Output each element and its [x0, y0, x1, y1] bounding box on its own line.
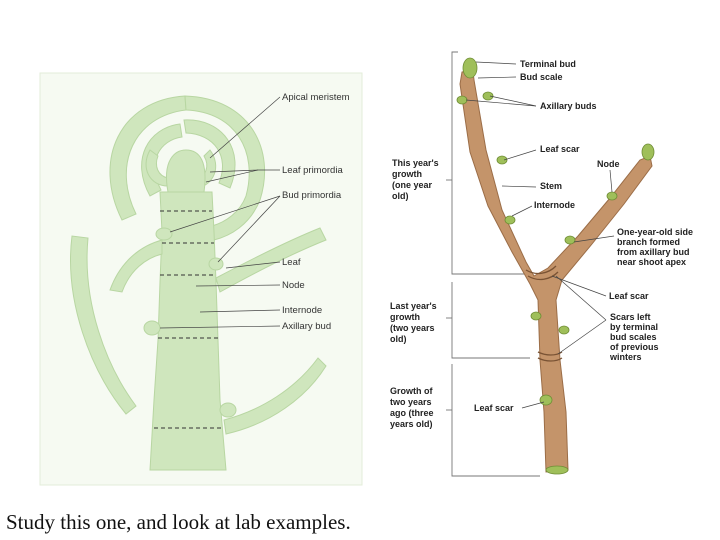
bud-primordium	[155, 227, 173, 241]
label-side-branch-2: branch formed	[617, 237, 680, 247]
axillary-bud	[504, 215, 516, 225]
label-scars-2: by terminal	[610, 322, 658, 332]
bracket-two-years	[451, 364, 540, 477]
label-apical-meristem: Apical meristem	[282, 92, 350, 103]
label-leaf-scar-mid: Leaf scar	[609, 291, 649, 301]
axillary-bud	[564, 235, 576, 245]
label-scars-1: Scars left	[610, 312, 651, 322]
terminal-bud-side	[641, 143, 655, 161]
label-scars-5: winters	[609, 352, 642, 362]
label-node-twig: Node	[597, 159, 620, 169]
leaf-lower-right	[215, 227, 327, 293]
label-last-year-3: (two years	[390, 323, 435, 333]
label-two-years-4: years old)	[390, 419, 433, 429]
axillary-bud	[539, 394, 553, 406]
label-this-year-1: This year's	[392, 158, 439, 168]
inner-leaf-arc-right	[183, 119, 236, 189]
label-two-years-3: ago (three	[390, 408, 434, 418]
twig-base	[545, 465, 569, 475]
outer-leaf-arc	[109, 95, 187, 221]
bud-shape-lower	[219, 402, 237, 418]
label-last-year-1: Last year's	[390, 301, 437, 311]
axillary-bud	[558, 325, 570, 335]
label-bud-scale: Bud scale	[520, 72, 563, 82]
label-bud-primordia: Bud primordia	[282, 190, 342, 201]
label-this-year-3: (one year	[392, 180, 433, 190]
label-last-year-4: old)	[390, 334, 407, 344]
label-side-branch-4: near shoot apex	[617, 257, 686, 267]
axillary-bud	[606, 191, 618, 201]
label-leaf-primordia: Leaf primordia	[282, 165, 343, 176]
label-two-years-2: two years	[390, 397, 432, 407]
leaf-bottom-right	[223, 357, 327, 435]
terminal-bud	[462, 57, 478, 79]
axillary-bud	[456, 95, 468, 105]
bracket-this-year	[451, 51, 530, 275]
label-leaf-scar-top: Leaf scar	[540, 144, 580, 154]
apical-meristem-dome	[166, 149, 206, 193]
label-stem: Stem	[540, 181, 562, 191]
label-last-year-2: growth	[390, 312, 420, 322]
label-internode-twig: Internode	[534, 200, 575, 210]
axillary-bud	[482, 91, 494, 101]
twig-diagram: Terminal bud Bud scale Axillary buds Lea…	[390, 51, 693, 477]
label-this-year-4: old)	[392, 191, 409, 201]
label-leaf-scar-low: Leaf scar	[474, 403, 514, 413]
bud-shape-right	[208, 257, 224, 271]
slide-caption: Study this one, and look at lab examples…	[6, 510, 351, 534]
label-leaf: Leaf	[282, 257, 301, 268]
axillary-bud	[496, 155, 508, 165]
label-two-years-1: Growth of	[390, 386, 433, 396]
label-scars-3: bud scales	[610, 332, 657, 342]
label-side-branch-3: from axillary bud	[617, 247, 690, 257]
axillary-bud-shape	[143, 320, 161, 336]
label-internode: Internode	[282, 305, 322, 316]
label-side-branch-1: One-year-old side	[617, 227, 693, 237]
main-stem	[149, 191, 227, 471]
leaf-lower-left	[70, 235, 137, 415]
label-scars-4: of previous	[610, 342, 659, 352]
label-terminal-bud: Terminal bud	[520, 59, 576, 69]
label-this-year-2: growth	[392, 169, 422, 179]
bracket-last-year	[451, 282, 530, 359]
label-node: Node	[282, 280, 305, 291]
shoot-tip-diagram: Apical meristem Leaf primordia Bud primo…	[39, 72, 363, 486]
axillary-bud	[530, 311, 542, 321]
label-axillary-buds: Axillary buds	[540, 101, 597, 111]
label-axillary-bud: Axillary bud	[282, 321, 331, 332]
leaf-node-left	[109, 239, 163, 293]
